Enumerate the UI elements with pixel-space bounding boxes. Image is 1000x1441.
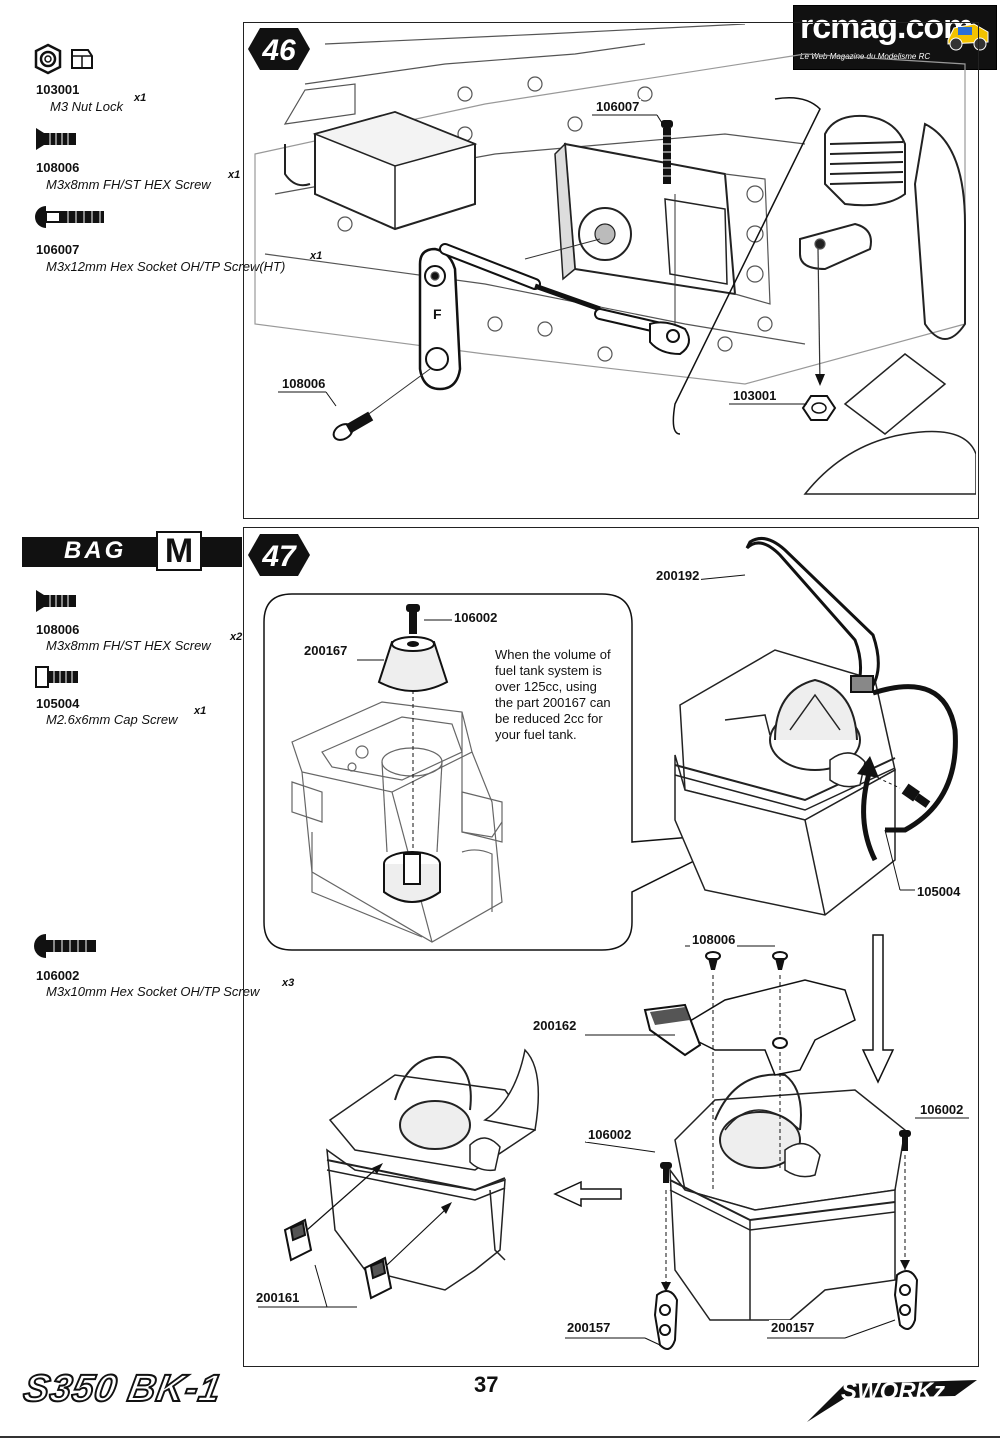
maker-logo-text: SWORKz <box>841 1378 945 1405</box>
step-46-number: 46 <box>261 34 296 67</box>
rcmag-logo: rcmag.com Le Web Magazine du Modelisme R… <box>793 5 997 70</box>
oval-head-screw-long-icon <box>35 206 104 228</box>
part-105004-desc: M2.6x6mm Cap Screw <box>46 712 178 727</box>
step-47-frame <box>243 527 979 1367</box>
part-106002-desc: M3x10mm Hex Socket OH/TP Screw <box>46 984 260 999</box>
part-103001-code: 103001 <box>36 82 80 97</box>
fuel-tank-note: When the volume of fuel tank system is o… <box>495 647 611 742</box>
callout-underline <box>592 114 662 124</box>
bag-letter: M <box>164 532 194 570</box>
step-47-badge: 47 <box>248 534 310 576</box>
part-105004-code: 105004 <box>36 696 80 711</box>
part-108006-qty: x2 <box>230 631 243 643</box>
cap-screw-icon <box>35 666 78 688</box>
step-46-illustration: F <box>254 24 976 495</box>
step-47-number: 47 <box>261 540 297 573</box>
part-105004-qty: x1 <box>194 705 207 717</box>
flat-head-screw-icon <box>36 590 76 612</box>
callout-underline <box>729 403 807 405</box>
screw-108006-icon <box>332 411 374 441</box>
oval-head-screw-icon <box>34 934 96 958</box>
part-106007-desc: M3x12mm Hex Socket OH/TP Screw(HT) <box>46 259 286 274</box>
nut-103001-icon <box>801 395 837 421</box>
bottom-rule <box>0 1436 1000 1438</box>
step-46-badge: 46 <box>248 28 310 70</box>
part-106002-qty: x3 <box>282 977 295 989</box>
part-108006-desc: M3x8mm FH/ST HEX Screw <box>46 177 211 192</box>
step46-callout-106007: 106007 <box>594 99 642 114</box>
part-108006-qty: x1 <box>228 169 241 181</box>
part-106007-qty: x1 <box>310 250 323 262</box>
callout-200192: 200192 <box>654 568 702 583</box>
part-108006-desc: M3x8mm FH/ST HEX Screw <box>46 638 211 653</box>
inset-bubble <box>263 593 753 951</box>
screw-106007-icon <box>661 120 673 184</box>
screw-106002-icon <box>660 1130 911 1183</box>
callout-106002-left: 106002 <box>586 1127 634 1142</box>
callout-200161: 200161 <box>254 1290 302 1305</box>
bag-banner <box>22 537 242 567</box>
step46-callout-103001: 103001 <box>731 388 779 403</box>
part-108006-code: 108006 <box>36 160 80 175</box>
rcmag-tagline: Le Web Magazine du Modelisme RC <box>800 52 931 61</box>
maker-logo: SWORKz <box>805 1374 980 1426</box>
inset-callout-106002: 106002 <box>452 610 500 625</box>
callout-105004: 105004 <box>915 884 963 899</box>
maker-swoosh-icon <box>807 1380 977 1422</box>
nut-lock-icon <box>34 43 93 75</box>
part-108006-code: 108006 <box>36 622 80 637</box>
page-number: 37 <box>474 1372 499 1397</box>
bag-label: BAG <box>64 537 127 564</box>
part-106007-code: 106007 <box>36 242 80 257</box>
screw-108006-icon <box>705 951 788 970</box>
callout-200162: 200162 <box>531 1018 579 1033</box>
callout-200157-left: 200157 <box>565 1320 613 1335</box>
callout-200157-right: 200157 <box>769 1320 817 1335</box>
part-103001-qty: x1 <box>134 92 147 104</box>
left-arrow-icon <box>553 1180 622 1208</box>
bag-letter-box: M <box>156 531 202 571</box>
part-103001-desc: M3 Nut Lock <box>50 99 123 114</box>
part-106002-code: 106002 <box>36 968 80 983</box>
svg-text:F: F <box>433 306 442 322</box>
callout-106002-right: 106002 <box>918 1102 966 1117</box>
callout-108006: 108006 <box>690 932 738 947</box>
step-46-frame <box>243 22 979 519</box>
model-logo-text: S350 BK-1 <box>19 1367 225 1411</box>
step-47-illustration <box>258 536 969 1350</box>
flat-head-screw-icon <box>36 128 76 150</box>
step46-callout-108006: 108006 <box>280 376 328 391</box>
callout-underline <box>278 391 337 407</box>
model-logo: S350 BK-1 <box>19 1367 286 1426</box>
rcmag-logo-text: rcmag.com <box>800 8 973 46</box>
inset-callout-200167: 200167 <box>302 643 350 658</box>
